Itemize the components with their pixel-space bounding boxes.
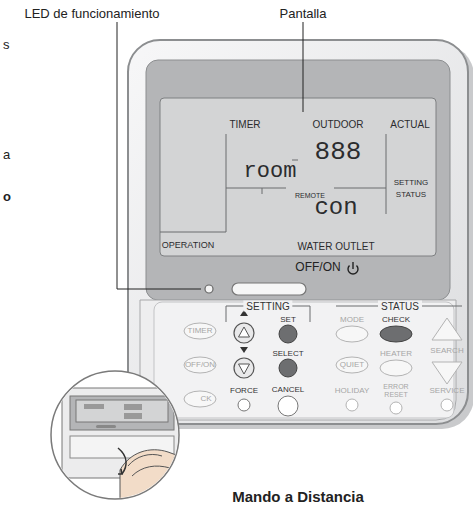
display-text: 888 [315,138,362,167]
display-text: SETTING [394,179,429,188]
text-fragment: a [3,148,10,162]
display-text: OUTDOOR [312,119,363,130]
operation-led [205,285,213,293]
text-fragment: o [3,190,11,204]
display-text: ACTUAL [390,119,429,130]
quiet-button [336,357,368,373]
callout-label: LED de funcionamiento [24,7,159,21]
heater-button [380,360,412,376]
button-label: OFF/ON [185,361,215,370]
display-text: OPERATION [162,241,214,251]
text-fragment: s [3,38,10,52]
display-text: con [314,195,357,221]
remote-body [128,40,468,424]
button-label: FORCE [230,387,258,396]
button-label: SETTING [243,301,292,312]
offon-timer-button [184,357,216,373]
down-arrow [239,364,250,374]
button-label: ERROR RESET [379,383,413,398]
force-button [238,399,250,411]
button-label: SELECT [272,350,303,359]
search-down [432,362,462,384]
button-label: TIMER [188,327,213,336]
select-button [279,359,297,377]
mode-button [336,326,368,342]
button-label: STATUS [378,301,422,312]
button-label: HEATER [380,350,412,359]
display-text: WATER OUTLET [297,241,374,252]
lock-button [184,391,216,407]
flip-cover [140,300,456,420]
button-label: SET [280,316,296,325]
display-text: room [244,160,297,184]
callout-label: Pantalla [280,7,327,21]
button-label: CANCEL [272,386,304,395]
leader-line [303,22,304,112]
power-symbol [348,262,358,274]
up-button [234,323,254,343]
button-label: SERVICE [430,387,465,396]
button-label: QUIET [340,361,364,370]
display-bezel [146,60,450,300]
service-button [441,399,453,411]
set-button [279,325,297,343]
button-label: CHECK [382,316,410,325]
down-button [234,358,254,378]
lcd-screen [160,98,436,256]
button-label: CK [200,395,211,404]
inset-drawing [62,388,190,500]
offon-button [232,283,306,295]
button-label: SEARCH [430,347,463,356]
button-label: MODE [340,316,364,325]
search-up [432,318,462,340]
display-text: TIMER [229,119,260,130]
holiday-button [346,399,358,411]
error-reset-button [390,402,402,414]
down-mark [240,347,248,353]
cancel-button [278,396,298,416]
caption: Mando a Distancia [232,489,364,506]
timer-button [184,323,216,339]
button-panel [154,302,454,418]
check-button [380,326,412,342]
up-arrow [239,327,250,337]
display-text: STATUS [396,191,426,200]
display-text: OFF/ON [295,261,340,274]
button-label: HOLIDAY [335,387,370,396]
lcd-lines [160,134,386,232]
